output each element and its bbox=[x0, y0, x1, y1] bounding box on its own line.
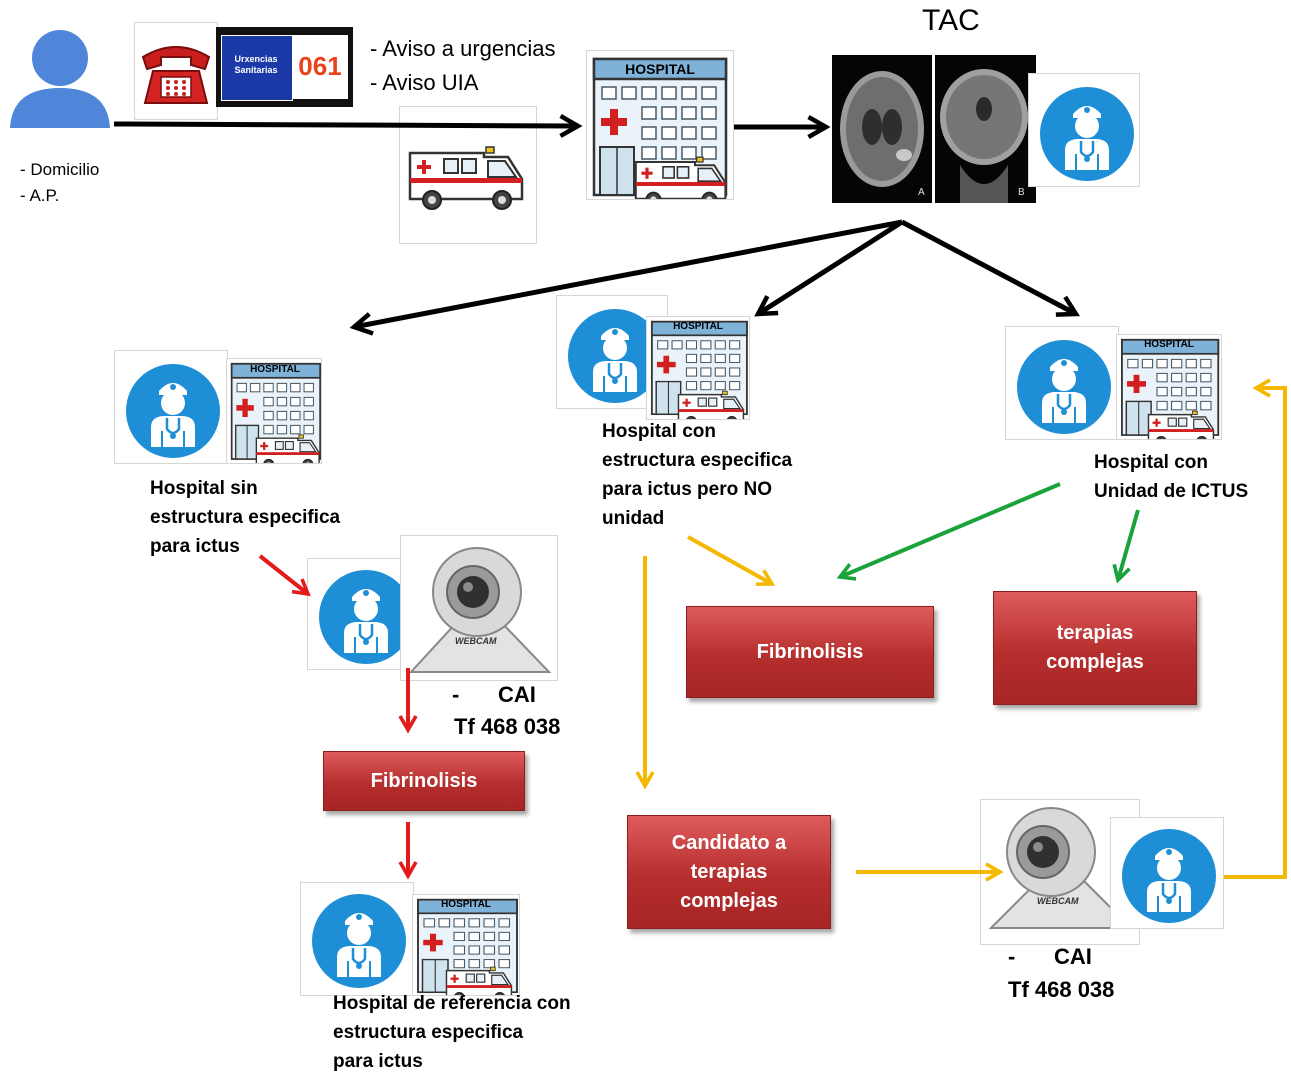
hospital-sign-top: HOSPITAL bbox=[625, 61, 695, 77]
arrow-green-1 bbox=[836, 482, 1061, 581]
hospital-sign-left: HOSPITAL bbox=[250, 364, 300, 375]
hospital-sin-label: Hospital sin estructura especifica para … bbox=[150, 478, 341, 557]
logo-061-line2: Sanitarias bbox=[234, 65, 278, 75]
hospital-sign-bottom: HOSPITAL bbox=[441, 899, 491, 910]
tf-right-label: Tf 468 038 bbox=[1008, 977, 1115, 1002]
hospital-sign-right: HOSPITAL bbox=[1144, 339, 1194, 350]
webcam-right-brand: WEBCAM bbox=[1037, 896, 1079, 906]
tac-label: TAC bbox=[922, 4, 980, 37]
logo-061-blue bbox=[221, 35, 293, 101]
arrow-green-2 bbox=[1112, 509, 1140, 584]
doctor-tac-image bbox=[1028, 73, 1140, 187]
terapias-text: terapias complejas bbox=[1046, 622, 1144, 673]
tf-left-label: Tf 468 038 bbox=[454, 714, 561, 739]
ambulance-image bbox=[399, 106, 537, 244]
doctor-right-image bbox=[1005, 326, 1119, 440]
webcam-left-brand: WEBCAM bbox=[455, 636, 497, 646]
fibrinolisis-center-text: Fibrinolisis bbox=[756, 640, 864, 663]
fibrinolisis-left-box: Fibrinolisis bbox=[323, 751, 525, 811]
scan-label-a: A bbox=[918, 187, 925, 198]
fibrinolisis-center-box: Fibrinolisis bbox=[686, 606, 934, 698]
arrow-black-center bbox=[754, 219, 904, 317]
webcam-left-image: WEBCAM bbox=[400, 535, 558, 681]
aviso-urgencias-label: - Aviso a urgencias bbox=[370, 36, 556, 61]
ap-label: - A.P. bbox=[20, 186, 60, 205]
arrow-black-right bbox=[900, 219, 1081, 317]
person-icon bbox=[8, 22, 112, 130]
hospital-sign-center: HOSPITAL bbox=[673, 321, 723, 332]
cai-left-label: CAI bbox=[498, 682, 536, 707]
logo-061-line1: Urxencias bbox=[234, 54, 278, 64]
cai-left-dash: - bbox=[452, 682, 460, 707]
logo-061-white bbox=[292, 35, 348, 99]
cai-right-label: CAI bbox=[1054, 944, 1092, 969]
logo-061-number: 061 bbox=[298, 51, 342, 81]
candidato-box: Candidato a terapias complejas bbox=[627, 815, 831, 929]
arrow-yellow-1 bbox=[687, 535, 776, 586]
hospital-bottom-image: HOSPITAL bbox=[412, 894, 520, 996]
doctor-bottom-image bbox=[300, 882, 414, 996]
hospital-con-label: Hospital con estructura especifica para … bbox=[602, 421, 793, 529]
hospital-top-image: HOSPITAL bbox=[586, 50, 734, 200]
hospital-right-image: HOSPITAL bbox=[1116, 334, 1222, 440]
scan-label-b: B bbox=[1018, 187, 1025, 198]
domicilio-label: - Domicilio bbox=[20, 160, 100, 179]
cai-right-dash: - bbox=[1008, 944, 1016, 969]
hospital-center-image: HOSPITAL bbox=[646, 316, 750, 420]
hospital-left-image: HOSPITAL bbox=[226, 358, 322, 464]
telephone-icon bbox=[134, 22, 218, 120]
hospital-referencia-label: Hospital de referencia con estructura es… bbox=[333, 993, 571, 1072]
brain-scan-image: A B bbox=[832, 55, 1036, 203]
candidato-text: Candidato a terapias complejas bbox=[671, 831, 787, 912]
fibrinolisis-left-text: Fibrinolisis bbox=[370, 769, 478, 792]
arrow-red-1 bbox=[258, 554, 311, 597]
terapias-box: terapias complejas bbox=[993, 591, 1197, 705]
aviso-uia-label: - Aviso UIA bbox=[370, 70, 479, 95]
logo-061: Urxencias Sanitarias 061 bbox=[216, 27, 353, 107]
hospital-unidad-label: Hospital con Unidad de ICTUS bbox=[1094, 452, 1249, 502]
doctor-left-image bbox=[114, 350, 228, 464]
doctor-webcam-right-image bbox=[1110, 817, 1224, 929]
